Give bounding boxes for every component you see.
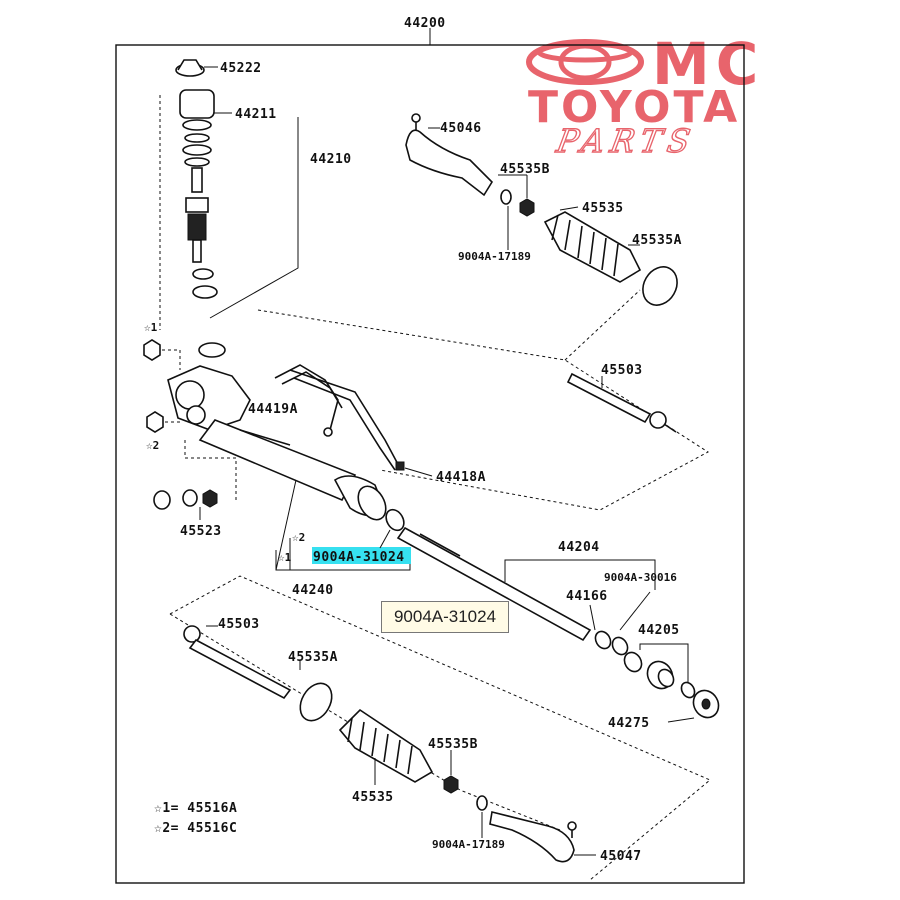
label-9004A-17189-bottom: 9004A-17189 bbox=[432, 838, 505, 851]
label-9004A-31024[interactable]: 9004A-31024 bbox=[313, 550, 405, 565]
oring-9004A-31024 bbox=[385, 508, 405, 532]
part-45535B-bottom: 45535B bbox=[428, 737, 478, 794]
label-9004A-30016: 9004A-30016 bbox=[604, 571, 677, 584]
label-45046: 45046 bbox=[440, 121, 482, 136]
part-45046-tie-rod-end: 45046 bbox=[405, 113, 494, 197]
part-45503-left: 45503 bbox=[183, 617, 292, 700]
label-45047: 45047 bbox=[600, 849, 642, 864]
label-star2-bracket: ☆2 bbox=[292, 531, 305, 544]
part-45535-boot-bottom: 45535 bbox=[338, 708, 434, 805]
part-45535A-bottom: 45535A bbox=[288, 650, 338, 722]
ring-44166 bbox=[594, 630, 612, 650]
part-45503-right: 45503 bbox=[566, 363, 677, 433]
label-45222: 45222 bbox=[220, 61, 262, 76]
label-45535A-top: 45535A bbox=[632, 233, 682, 248]
part-45222: 45222 bbox=[175, 59, 262, 77]
label-44211: 44211 bbox=[235, 107, 277, 122]
part-45535-boot-top: 45535 bbox=[543, 201, 642, 283]
part-45047-tie-rod-end: 45047 bbox=[476, 795, 642, 864]
label-45535-top: 45535 bbox=[582, 201, 624, 216]
nut-star1 bbox=[143, 339, 161, 361]
part-45523: 45523 bbox=[153, 489, 222, 539]
label-45535B-bottom: 45535B bbox=[428, 737, 478, 752]
label-44204: 44204 bbox=[558, 540, 600, 555]
ring-9004A-30016 bbox=[611, 636, 629, 656]
rack-bar-44204 bbox=[396, 526, 592, 642]
label-44205: 44205 bbox=[638, 623, 680, 638]
rack-housing-44240 bbox=[167, 365, 387, 521]
logo-mc-text: MC bbox=[652, 30, 764, 98]
label-45503-left: 45503 bbox=[218, 617, 260, 632]
diagram-frame bbox=[115, 44, 745, 884]
part-number-tooltip: 9004A-31024 bbox=[381, 601, 509, 633]
part-44211-valve-stack: 44211 bbox=[179, 89, 277, 299]
label-star1-bracket: ☆1 bbox=[278, 551, 292, 564]
part-44275: 44275 bbox=[608, 689, 720, 731]
part-45535A-top: 45535A bbox=[628, 233, 682, 306]
logo-parts-text: PARTS bbox=[553, 122, 699, 160]
label-44210: 44210 bbox=[310, 152, 352, 167]
label-44275: 44275 bbox=[608, 716, 650, 731]
label-45535-bottom: 45535 bbox=[352, 790, 394, 805]
legend-star2: ☆2= 45516C bbox=[154, 821, 237, 836]
label-45535A-bottom: 45535A bbox=[288, 650, 338, 665]
label-45503-right: 45503 bbox=[601, 363, 643, 378]
tube-44418A bbox=[289, 369, 401, 469]
label-9004A-17189-top: 9004A-17189 bbox=[458, 250, 531, 263]
mount-cushion bbox=[198, 342, 226, 358]
label-45535B-top: 45535B bbox=[500, 162, 550, 177]
tube-44419A bbox=[274, 364, 339, 431]
part-44205: 44205 bbox=[623, 623, 696, 699]
logo-toyota-text: TOYOTA bbox=[528, 82, 740, 133]
label-star1-left: ☆1 bbox=[144, 321, 158, 334]
nut-star2 bbox=[146, 411, 164, 433]
part-45535B-top: 45535B bbox=[498, 162, 550, 217]
highlight-9004A-31024 bbox=[312, 547, 411, 564]
mc-toyota-parts-logo: MC TOYOTA PARTS bbox=[526, 30, 764, 161]
label-44240: 44240 bbox=[292, 583, 334, 598]
legend-star1: ☆1= 45516A bbox=[154, 801, 237, 816]
label-44419A: 44419A bbox=[248, 402, 298, 417]
label-44200: 44200 bbox=[404, 16, 446, 31]
label-44166: 44166 bbox=[566, 589, 608, 604]
label-star2-left: ☆2 bbox=[146, 439, 159, 452]
label-44418A: 44418A bbox=[436, 470, 486, 485]
label-45523: 45523 bbox=[180, 524, 222, 539]
